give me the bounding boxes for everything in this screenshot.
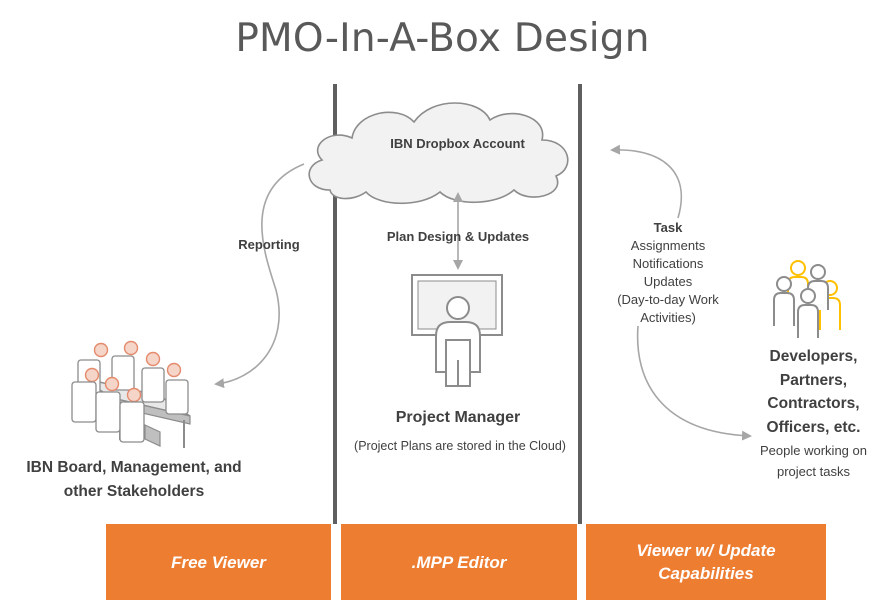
team-caption-line: People working on (760, 443, 867, 458)
board-meeting-icon (71, 340, 191, 448)
team-label-line: Contractors, (767, 395, 860, 412)
team-icon (773, 260, 841, 338)
plan-label: Plan Design & Updates (386, 229, 530, 244)
project-manager-icon (411, 274, 503, 387)
manager-caption: (Project Plans are stored in the Cloud) (354, 439, 566, 453)
cloud-label: IBN Dropbox Account (390, 136, 525, 151)
task-line: Notifications (632, 256, 704, 271)
divider-left (333, 84, 337, 524)
viewer-update-label-line1: Viewer w/ Update (636, 541, 776, 560)
mpp-editor-box: .MPP Editor (341, 524, 577, 600)
task-line: Assignments (630, 238, 706, 253)
task-line: Activities) (640, 310, 696, 325)
page-title: PMO-In-A-Box Design (235, 16, 650, 61)
team-label-line: Officers, etc. (766, 418, 861, 436)
task-line: Updates (643, 274, 693, 289)
reporting-label: Reporting (238, 237, 300, 252)
viewer-update-box: Viewer w/ Update Capabilities (586, 524, 826, 600)
reporting-arrow (214, 163, 305, 389)
free-viewer-box: Free Viewer (106, 524, 331, 600)
task-line: (Day-to-day Work (617, 292, 719, 307)
mpp-editor-label: .MPP Editor (411, 552, 507, 572)
viewer-update-label-line2: Capabilities (658, 564, 754, 583)
task-arrow-up (610, 144, 683, 219)
cloud-icon (308, 102, 569, 205)
free-viewer-label: Free Viewer (171, 552, 266, 572)
board-label-line: IBN Board, Management, and (26, 459, 242, 476)
team-label: Developers, Partners, Contractors, Offic… (742, 345, 885, 439)
team-caption-line: project tasks (777, 464, 850, 479)
task-arrow-down (636, 325, 752, 441)
task-heading: Task (653, 220, 683, 235)
divider-right (578, 84, 582, 524)
manager-title: Project Manager (395, 409, 521, 426)
board-label-line: other Stakeholders (63, 483, 205, 500)
team-label-line: Developers, (769, 348, 858, 365)
task-block: Task Assignments Notifications Updates (… (598, 219, 738, 327)
board-label: IBN Board, Management, and other Stakeho… (0, 456, 268, 504)
team-caption: People working on project tasks (742, 440, 885, 482)
team-label-line: Partners, (779, 371, 848, 389)
